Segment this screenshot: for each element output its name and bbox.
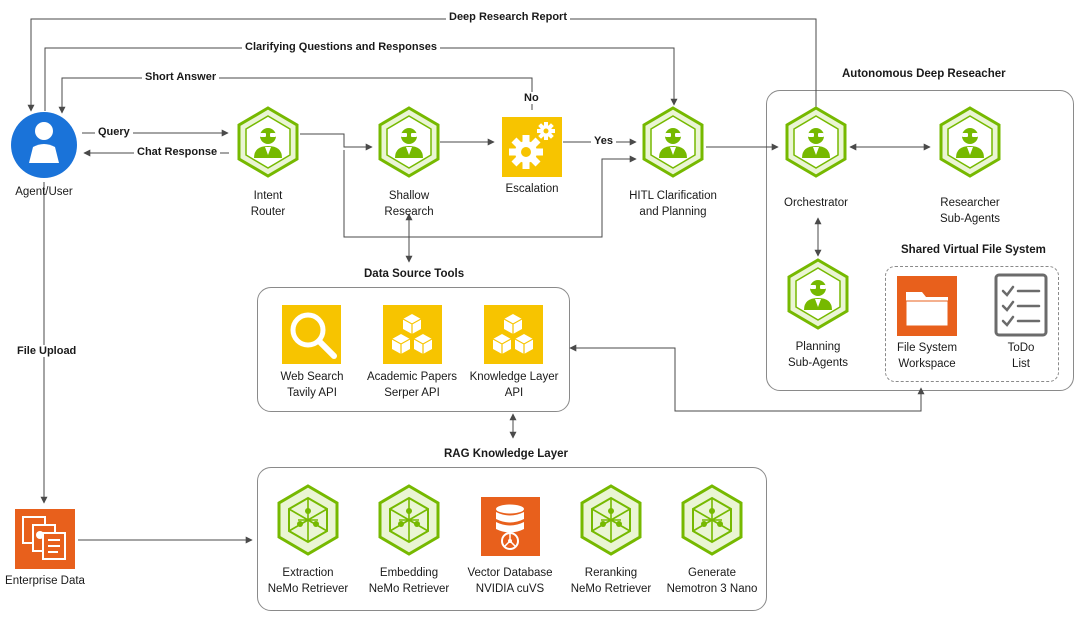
user-avatar-icon bbox=[11, 112, 77, 178]
escalation-label: Escalation bbox=[505, 183, 559, 195]
intent-router-icon bbox=[237, 106, 299, 178]
todo-list-label: ToDo List bbox=[981, 340, 1061, 372]
clarifying-questions-label: Clarifying Questions and Responses bbox=[242, 41, 440, 53]
agent-user-label: Agent/User bbox=[15, 186, 73, 198]
rag-embedding-line-1: Embedding bbox=[379, 567, 439, 579]
embedding-network-icon bbox=[378, 484, 440, 556]
researcher-line-2: Sub-Agents bbox=[939, 213, 1001, 225]
rag-reranking-label: Reranking NeMo Retriever bbox=[556, 565, 666, 597]
rag-extraction-line-1: Extraction bbox=[282, 567, 334, 579]
intent-router-line-1: Intent bbox=[253, 190, 283, 202]
escalation-gear-icon bbox=[502, 117, 562, 177]
reranking-network-icon bbox=[580, 484, 642, 556]
tool-academic-line-2: Serper API bbox=[384, 387, 440, 399]
rag-vector-line-2: NVIDIA cuVS bbox=[475, 583, 545, 595]
rag-embedding-line-2: NeMo Retriever bbox=[368, 583, 450, 595]
planning-line-1: Planning bbox=[795, 341, 841, 353]
rag-generate-line-2: Nemotron 3 Nano bbox=[666, 583, 758, 595]
enterprise-data-label: Enterprise Data bbox=[5, 575, 85, 587]
orchestrator-label: Orchestrator bbox=[784, 197, 848, 209]
tool-academic-papers-label: Academic Papers Serper API bbox=[357, 369, 467, 401]
tool-web-search-line-2: Tavily API bbox=[287, 387, 337, 399]
orchestrator-icon bbox=[785, 106, 847, 178]
rag-reranking-line-1: Reranking bbox=[584, 567, 638, 579]
planning-line-2: Sub-Agents bbox=[787, 357, 849, 369]
chat-response-label: Chat Response bbox=[134, 146, 221, 158]
todo-line-2: List bbox=[1012, 358, 1030, 370]
shallow-research-icon bbox=[378, 106, 440, 178]
hitl-label: HITL Clarification and Planning bbox=[618, 188, 728, 220]
planning-label: Planning Sub-Agents bbox=[773, 339, 863, 371]
rag-extraction-label: Extraction NeMo Retriever bbox=[253, 565, 363, 597]
file-upload-label: File Upload bbox=[14, 345, 80, 357]
tool-knowledge-line-1: Knowledge Layer bbox=[469, 371, 559, 383]
rag-knowledge-layer-title: RAG Knowledge Layer bbox=[444, 448, 568, 460]
fs-workspace-line-1: File System bbox=[896, 342, 958, 354]
researcher-label: Researcher Sub-Agents bbox=[925, 195, 1015, 227]
hitl-planning-icon bbox=[642, 106, 704, 178]
hitl-line-2: and Planning bbox=[639, 206, 707, 218]
researcher-line-1: Researcher bbox=[940, 197, 1000, 209]
rag-generate-line-1: Generate bbox=[688, 567, 736, 579]
checklist-icon bbox=[994, 273, 1048, 337]
rag-extraction-line-2: NeMo Retriever bbox=[267, 583, 349, 595]
short-answer-label: Short Answer bbox=[142, 71, 220, 83]
no-label: No bbox=[521, 92, 542, 104]
rag-generate-label: Generate Nemotron 3 Nano bbox=[657, 565, 767, 597]
fs-workspace-line-2: Workspace bbox=[898, 358, 956, 370]
generate-network-icon bbox=[681, 484, 743, 556]
shallow-research-line-2: Research bbox=[384, 206, 434, 218]
planning-subagents-icon bbox=[787, 258, 849, 330]
rag-reranking-line-2: NeMo Retriever bbox=[570, 583, 652, 595]
academic-papers-cubes-icon bbox=[383, 305, 442, 364]
extraction-network-icon bbox=[277, 484, 339, 556]
shallow-research-line-1: Shallow bbox=[388, 190, 430, 202]
folder-icon bbox=[897, 276, 957, 336]
fs-workspace-label: File System Workspace bbox=[882, 340, 972, 372]
shallow-research-label: Shallow Research bbox=[369, 188, 449, 220]
vector-database-icon bbox=[481, 497, 540, 556]
tool-web-search-label: Web Search Tavily API bbox=[262, 369, 362, 401]
enterprise-documents-icon bbox=[15, 509, 75, 569]
tool-knowledge-layer-label: Knowledge Layer API bbox=[459, 369, 569, 401]
yes-label: Yes bbox=[591, 135, 616, 147]
rag-vector-line-1: Vector Database bbox=[467, 567, 553, 579]
rag-vector-db-label: Vector Database NVIDIA cuVS bbox=[455, 565, 565, 597]
todo-line-1: ToDo bbox=[1007, 342, 1035, 354]
web-search-magnifier-icon bbox=[282, 305, 341, 364]
researcher-subagents-icon bbox=[939, 106, 1001, 178]
hitl-line-1: HITL Clarification bbox=[629, 190, 717, 202]
deep-research-report-label: Deep Research Report bbox=[446, 11, 570, 23]
query-label: Query bbox=[95, 126, 133, 138]
knowledge-layer-cubes-icon bbox=[484, 305, 543, 364]
tool-web-search-line-1: Web Search bbox=[280, 371, 344, 383]
autonomous-researcher-title: Autonomous Deep Reseacher bbox=[842, 68, 1006, 80]
tool-knowledge-line-2: API bbox=[504, 387, 524, 399]
rag-embedding-label: Embedding NeMo Retriever bbox=[354, 565, 464, 597]
tool-academic-line-1: Academic Papers bbox=[366, 371, 458, 383]
intent-router-label: Intent Router bbox=[228, 188, 308, 220]
data-source-tools-title: Data Source Tools bbox=[364, 268, 465, 280]
shared-fs-title: Shared Virtual File System bbox=[901, 244, 1046, 256]
intent-router-line-2: Router bbox=[250, 206, 286, 218]
